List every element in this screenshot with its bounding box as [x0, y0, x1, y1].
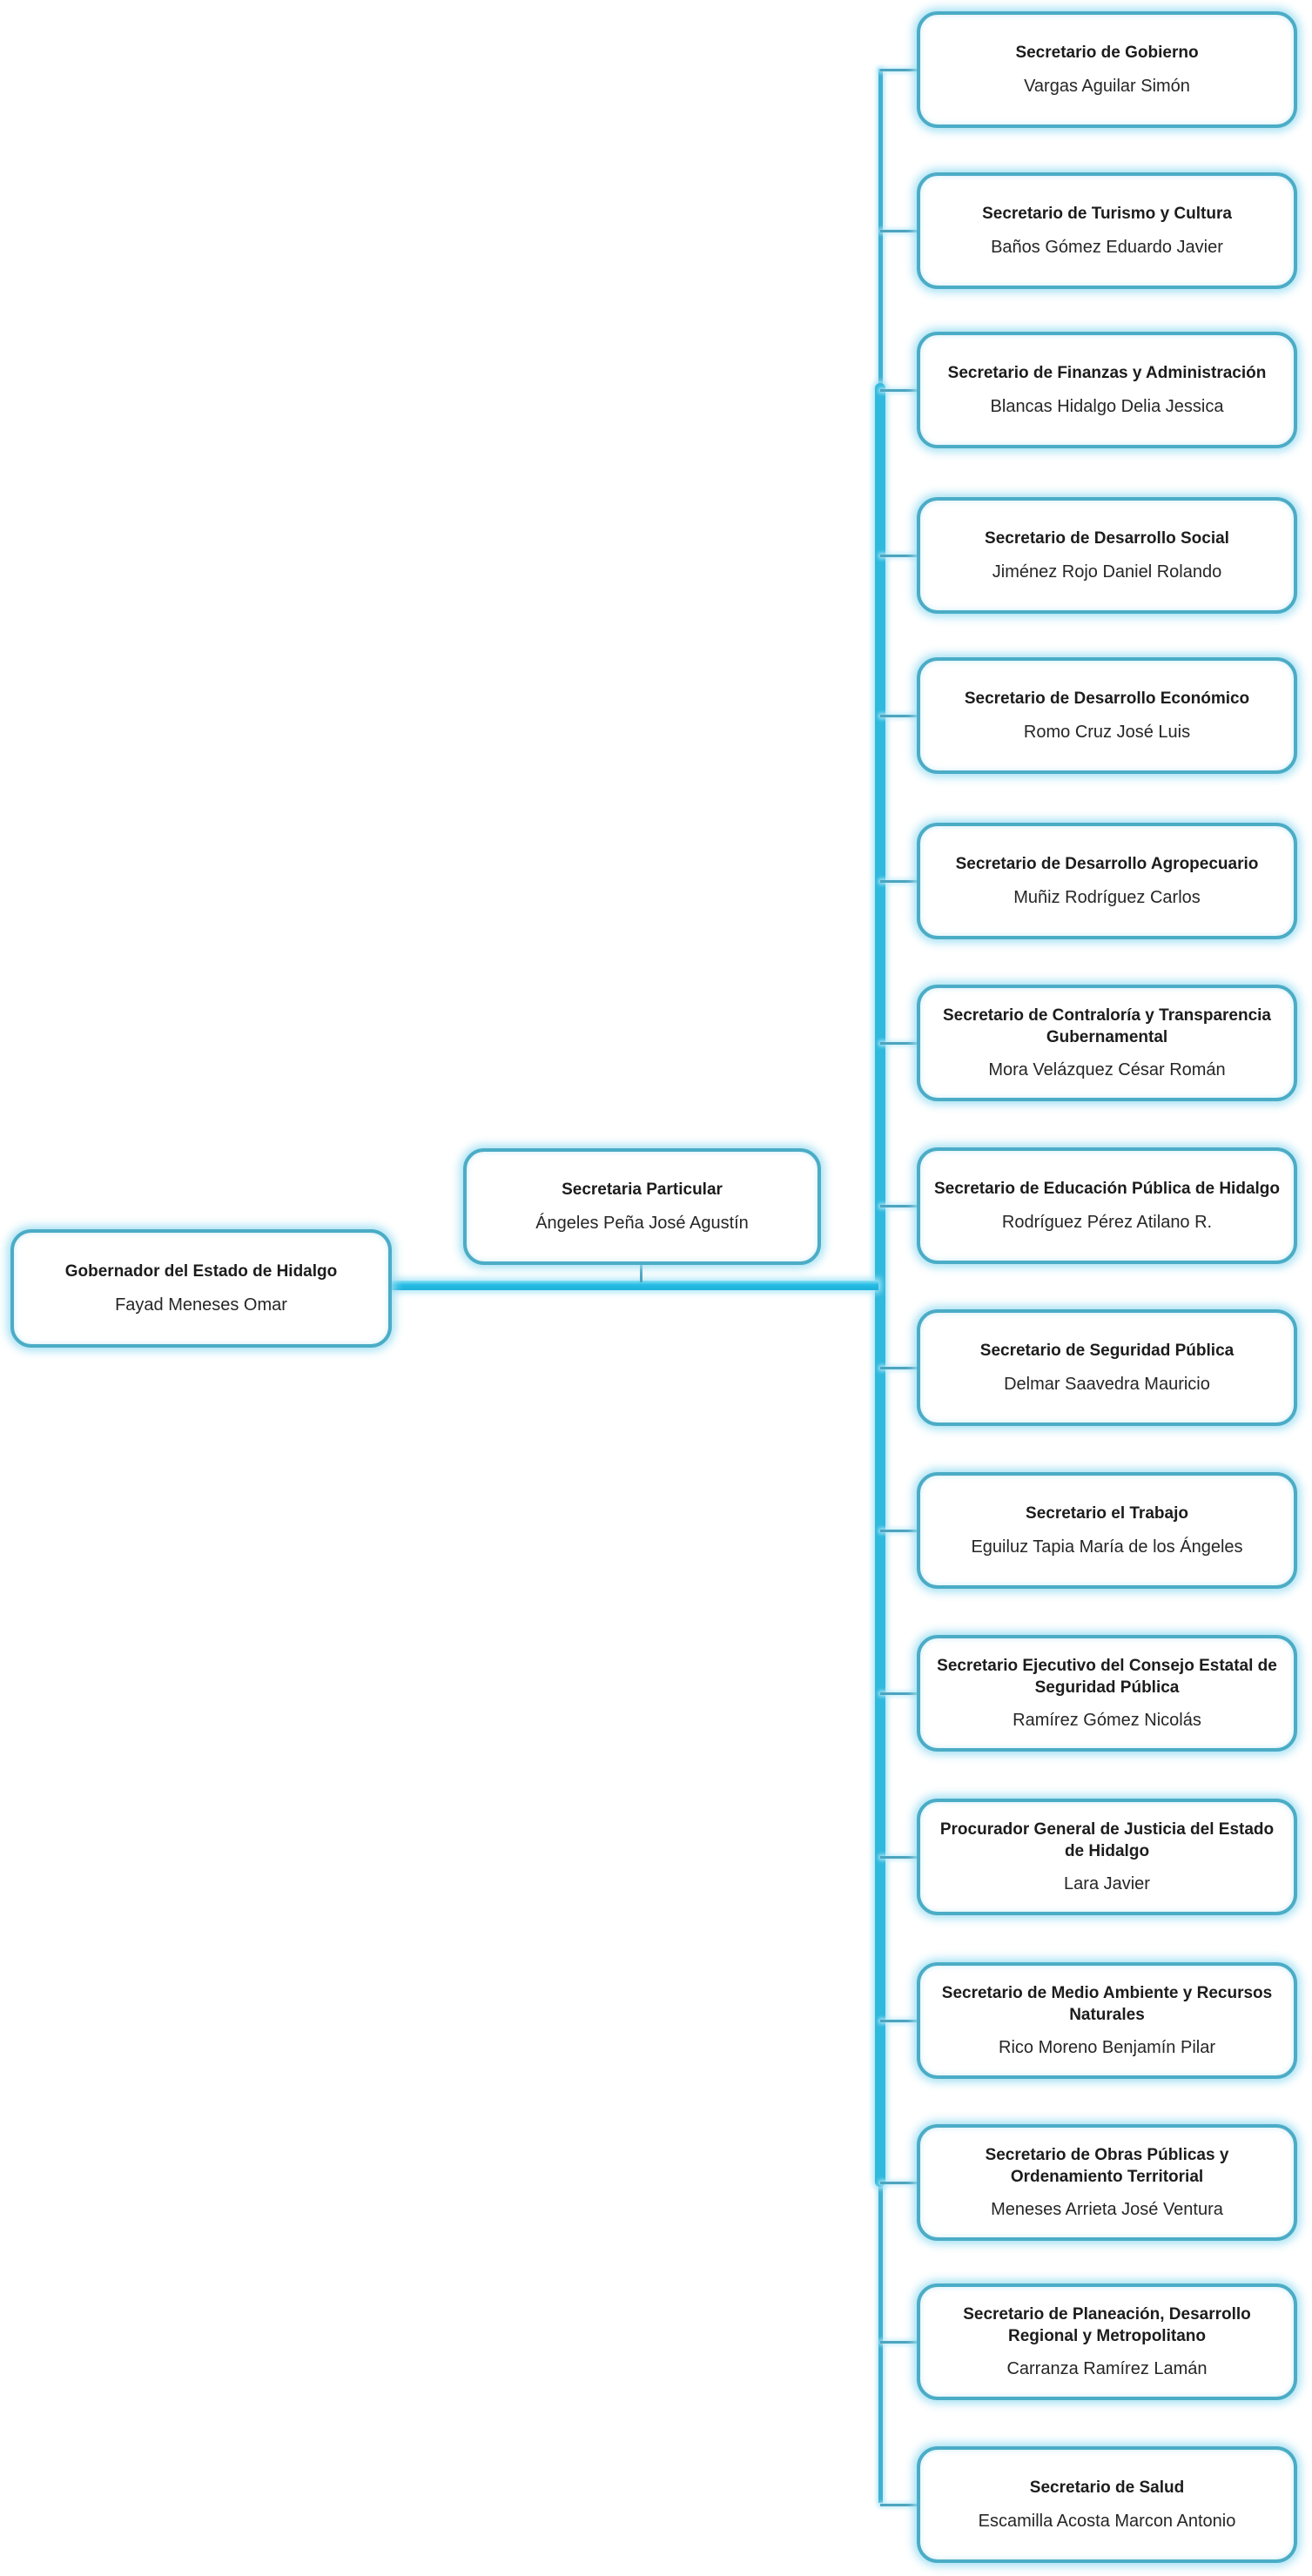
connector-branch-stub — [880, 69, 920, 71]
node-name: Fayad Meneses Omar — [115, 1295, 287, 1315]
connector-branch-stub — [880, 1530, 920, 1532]
node-name: Ángeles Peña José Agustín — [535, 1213, 749, 1233]
secretary-node: Secretario de Desarrollo Social Jiménez … — [917, 497, 1297, 614]
connector-branch-stub — [880, 2504, 920, 2506]
connector-root-line — [390, 1281, 878, 1290]
connector-branch-stub — [880, 1856, 920, 1859]
root-node-gobernador: Gobernador del Estado de Hidalgo Fayad M… — [10, 1229, 392, 1348]
assistant-node-secretaria-particular: Secretaria Particular Ángeles Peña José … — [463, 1148, 821, 1265]
node-title: Secretario de Contraloría y Transparenci… — [943, 1006, 1271, 1046]
node-title: Secretario de Desarrollo Social — [985, 529, 1229, 548]
secretary-node: Secretario de Educación Pública de Hidal… — [917, 1147, 1297, 1264]
secretary-node: Procurador General de Justicia del Estad… — [917, 1799, 1297, 1915]
node-title: Secretario de Desarrollo Económico — [964, 689, 1250, 709]
node-title: Secretaria Particular — [562, 1180, 723, 1200]
node-title: Secretario de Planeación, Desarrollo Reg… — [963, 2304, 1251, 2345]
secretary-node: Secretario de Contraloría y Transparenci… — [917, 985, 1297, 1101]
connector-branch-stub — [880, 1367, 920, 1369]
node-title: Procurador General de Justicia del Estad… — [939, 1819, 1275, 1860]
node-name: Baños Gómez Eduardo Javier — [991, 237, 1223, 257]
node-title: Secretario de Medio Ambiente y Recursos … — [941, 1983, 1273, 2024]
secretary-node: Secretario de Desarrollo Agropecuario Mu… — [917, 823, 1297, 939]
node-name: Muñiz Rodríguez Carlos — [1013, 887, 1201, 907]
node-name: Jiménez Rojo Daniel Rolando — [992, 562, 1222, 582]
node-name: Meneses Arrieta José Ventura — [991, 2200, 1223, 2220]
secretary-node: Secretario de Desarrollo Económico Romo … — [917, 657, 1297, 774]
node-name: Rico Moreno Benjamín Pilar — [999, 2038, 1215, 2058]
node-title: Secretario de Educación Pública de Hidal… — [934, 1180, 1280, 1199]
node-title: Secretario de Gobierno — [1015, 44, 1199, 63]
connector-branch-stub — [880, 2341, 920, 2344]
node-title: Secretario de Obras Públicas y Ordenamie… — [985, 2145, 1229, 2186]
node-title: Secretario de Turismo y Cultura — [982, 205, 1232, 224]
connector-branch-stub — [880, 2020, 920, 2022]
node-name: Blancas Hidalgo Delia Jessica — [990, 396, 1224, 416]
secretary-node: Secretario de Medio Ambiente y Recursos … — [917, 1962, 1297, 2079]
node-name: Escamilla Acosta Marcon Antonio — [978, 2511, 1236, 2531]
secretary-node: Secretario de Obras Públicas y Ordenamie… — [917, 2124, 1297, 2241]
connector-branch-stub — [880, 880, 920, 883]
node-name: Lara Javier — [1064, 1874, 1150, 1894]
connector-branch-stub — [880, 555, 920, 557]
node-title: Secretario de Seguridad Pública — [979, 1342, 1235, 1361]
secretary-node: Secretario de Salud Escamilla Acosta Mar… — [917, 2446, 1297, 2563]
node-name: Delmar Saavedra Mauricio — [1004, 1374, 1210, 1394]
connector-branch-stub — [880, 230, 920, 232]
secretary-node: Secretario de Finanzas y Administración … — [917, 332, 1297, 448]
node-name: Rodríguez Pérez Atilano R. — [1001, 1212, 1213, 1232]
node-name: Ramírez Gómez Nicolás — [1013, 1711, 1201, 1731]
node-name: Mora Velázquez César Román — [988, 1060, 1226, 1080]
secretary-node: Secretario Ejecutivo del Consejo Estatal… — [917, 1635, 1297, 1752]
secretary-node: Secretario de Turismo y Cultura Baños Gó… — [917, 172, 1297, 289]
node-title: Secretario de Desarrollo Agropecuario — [955, 855, 1259, 874]
node-name: Carranza Ramírez Lamán — [1006, 2359, 1208, 2379]
node-name: Vargas Aguilar Simón — [1024, 76, 1190, 96]
connector-branch-stub — [880, 715, 920, 717]
connector-branch-stub — [880, 389, 920, 392]
node-title: Gobernador del Estado de Hidalgo — [64, 1262, 338, 1281]
connector-branch-stub — [880, 2182, 920, 2184]
secretary-node: Secretario de Seguridad Pública Delmar S… — [917, 1309, 1297, 1426]
connector-assistant-stub — [640, 1263, 643, 1282]
node-name: Eguiluz Tapia María de los Ángeles — [971, 1537, 1243, 1557]
connector-branch-stub — [880, 1205, 920, 1207]
secretary-node: Secretario el Trabajo Eguiluz Tapia Marí… — [917, 1472, 1297, 1589]
node-title: Secretario de Finanzas y Administración — [947, 364, 1267, 383]
connector-branch-stub — [880, 1692, 920, 1695]
node-name: Romo Cruz José Luis — [1023, 722, 1191, 742]
connector-branch-stub — [880, 1042, 920, 1045]
node-title: Secretario el Trabajo — [1026, 1504, 1188, 1523]
connector-trunk-core — [875, 383, 885, 2187]
node-title: Secretario Ejecutivo del Consejo Estatal… — [937, 1656, 1277, 1697]
secretary-node: Secretario de Planeación, Desarrollo Reg… — [917, 2283, 1297, 2400]
node-title: Secretario de Salud — [1029, 2478, 1185, 2498]
secretary-node: Secretario de Gobierno Vargas Aguilar Si… — [917, 11, 1297, 128]
